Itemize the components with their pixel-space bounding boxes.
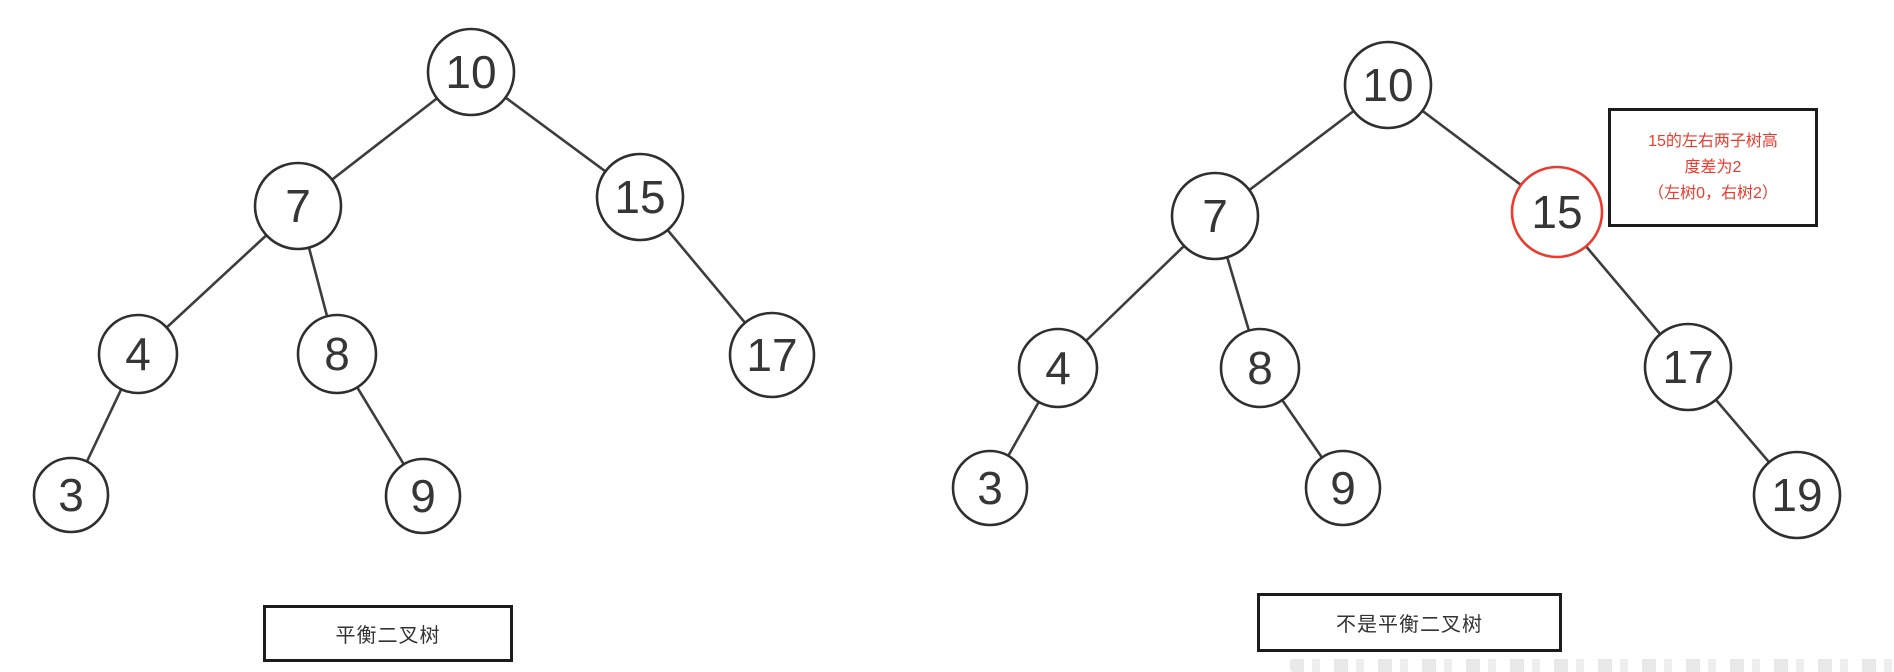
right-tree-node-circle-4 (1017, 327, 1099, 409)
left-tree-node-7: 7 (253, 161, 343, 251)
left-tree-node-label-10: 10 (445, 46, 496, 98)
left-tree-caption-box: 平衡二叉树 (263, 605, 513, 662)
left-tree-caption-label: 平衡二叉树 (335, 625, 441, 647)
left-tree-node-circle-8 (296, 313, 378, 395)
right-tree-node-10: 10 (1343, 40, 1433, 130)
imbalance-annotation-box: 15的左右两子树高 度差为2 （左树0，右树2） (1608, 108, 1818, 227)
right-tree-node-label-15: 15 (1531, 186, 1582, 238)
right-tree-node-label-3: 3 (977, 462, 1003, 514)
right-tree-node-circle-8 (1219, 327, 1301, 409)
right-tree-node-circle-10 (1343, 40, 1433, 130)
left-tree-node-circle-10 (426, 27, 516, 117)
left-tree-node-9: 9 (384, 457, 462, 535)
right-tree-node-17: 17 (1643, 322, 1733, 412)
right-tree-node-9: 9 (1304, 449, 1382, 527)
left-tree-node-3: 3 (32, 456, 110, 534)
left-tree-node-circle-9 (384, 457, 462, 535)
right-tree-node-8: 8 (1219, 327, 1301, 409)
annotation-line-1: 15的左右两子树高 (1648, 132, 1778, 150)
right-tree-node-label-17: 17 (1662, 341, 1713, 393)
left-tree-node-label-15: 15 (614, 171, 665, 223)
right-tree-node-circle-9 (1304, 449, 1382, 527)
left-tree-node-circle-15 (595, 152, 685, 242)
right-tree-node-15: 15 (1510, 165, 1604, 259)
right-tree-node-7: 7 (1170, 171, 1260, 261)
left-tree-node-15: 15 (595, 152, 685, 242)
right-tree-node-circle-15 (1510, 165, 1604, 259)
left-tree-node-circle-3 (32, 456, 110, 534)
left-tree-node-label-9: 9 (410, 470, 436, 522)
annotation-line-3: （左树0，右树2） (1648, 184, 1778, 202)
left-tree-node-17: 17 (728, 311, 816, 399)
right-tree-node-circle-3 (951, 449, 1029, 527)
left-tree-node-4: 4 (97, 313, 179, 395)
left-tree-node-8: 8 (296, 313, 378, 395)
right-tree-node-circle-7 (1170, 171, 1260, 261)
left-tree-node-label-7: 7 (285, 180, 311, 232)
right-tree-node-label-4: 4 (1045, 342, 1071, 394)
right-tree-caption-box: 不是平衡二叉树 (1257, 593, 1562, 652)
right-tree-node-label-8: 8 (1247, 342, 1273, 394)
right-tree-node-4: 4 (1017, 327, 1099, 409)
right-tree-node-circle-19 (1752, 450, 1842, 540)
cutoff-watermark-artifact (1290, 659, 1894, 672)
left-tree-node-circle-4 (97, 313, 179, 395)
left-tree-node-label-17: 17 (746, 329, 797, 381)
right-tree-node-label-9: 9 (1330, 462, 1356, 514)
left-tree-node-label-3: 3 (58, 469, 84, 521)
right-tree-node-19: 19 (1752, 450, 1842, 540)
right-tree-node-label-7: 7 (1202, 190, 1228, 242)
left-tree-node-circle-17 (728, 311, 816, 399)
left-tree-node-10: 10 (426, 27, 516, 117)
left-tree-node-circle-7 (253, 161, 343, 251)
left-tree-node-label-8: 8 (324, 328, 350, 380)
annotation-line-2: 度差为2 (1684, 158, 1742, 176)
right-tree-caption-label: 不是平衡二叉树 (1336, 614, 1483, 636)
left-tree-node-label-4: 4 (125, 328, 151, 380)
right-tree-node-3: 3 (951, 449, 1029, 527)
right-tree-node-label-19: 19 (1771, 469, 1822, 521)
right-tree-node-label-10: 10 (1362, 59, 1413, 111)
right-tree-node-circle-17 (1643, 322, 1733, 412)
